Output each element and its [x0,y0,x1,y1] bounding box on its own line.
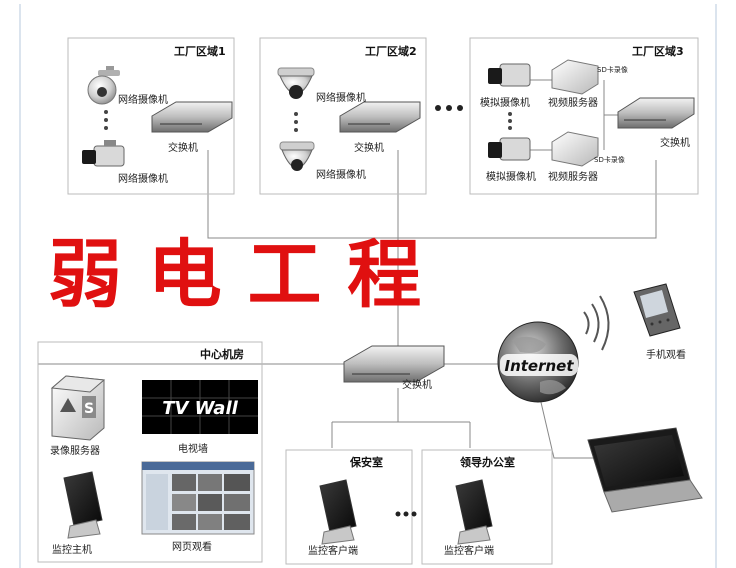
security-room-title: 保安室 [349,455,383,469]
tv-wall-screen-text: TV Wall [162,398,238,419]
zone3-top-camera-label: 模拟摄像机 [480,96,530,109]
ptz-camera-icon [88,66,120,104]
box-camera-icon [488,138,530,160]
svg-text:S: S [84,401,94,417]
recorder-label: 录像服务器 [50,444,100,457]
zone1-title: 工厂区域1 [174,44,226,58]
video-server-icon [552,132,598,166]
zone3-bottom-camera-label: 模拟摄像机 [486,170,536,183]
office-client-label: 监控客户端 [444,544,494,557]
core-switch-label: 交换机 [402,378,432,391]
dots-icon [294,112,298,132]
laptop-icon [588,428,702,512]
zone3-top-sd-label: SD卡录像 [597,65,628,74]
monitor-icon [64,472,102,538]
box-camera-icon [82,140,124,166]
dots-icon [508,112,512,130]
headline: 弱 电 工 程 [48,232,421,318]
switch-icon [618,98,694,128]
zone3-title: 工厂区域3 [632,44,684,58]
zone3-switch-label: 交换机 [660,136,690,149]
switch-icon [152,102,232,132]
zone2-title: 工厂区域2 [365,44,417,58]
zone3-bottom-server-label: 视频服务器 [548,170,598,183]
zone2-bottom-label: 网络摄像机 [316,168,366,181]
monitor-icon [456,480,492,544]
web-view-label: 网页观看 [172,540,212,553]
zone1-switch-label: 交换机 [168,141,198,154]
internet-label: Internet [504,357,574,375]
mobile-phone-icon [634,284,680,336]
switch-icon [340,102,420,132]
dots-icon [104,110,108,130]
core-switch-icon [344,346,444,382]
monitor-icon [320,480,356,544]
dome-camera-icon [280,142,314,171]
tv-wall-label: 电视墙 [178,442,208,455]
office-title: 领导办公室 [459,455,515,469]
zone3-bottom-sd-label: SD卡录像 [594,155,625,164]
dome-camera-icon [278,68,314,99]
mobile-label: 手机观看 [646,348,686,361]
zone2-top-label: 网络摄像机 [316,91,366,104]
monitor-host-label: 监控主机 [52,543,92,556]
web-view-screen-icon [142,462,254,534]
recorder-server-icon: S [52,376,104,440]
video-server-icon [552,60,598,94]
zone2-switch-label: 交换机 [354,141,384,154]
zone3-top-server-label: 视频服务器 [548,96,598,109]
security-client-label: 监控客户端 [308,544,358,557]
ellipsis-icon [396,512,417,517]
wireless-signal-icon [584,296,609,350]
zone1-top-label: 网络摄像机 [118,93,168,106]
ellipsis-icon [435,105,463,111]
zone1-bottom-label: 网络摄像机 [118,172,168,185]
box-camera-icon [488,64,530,86]
central-room-title: 中心机房 [200,347,244,361]
